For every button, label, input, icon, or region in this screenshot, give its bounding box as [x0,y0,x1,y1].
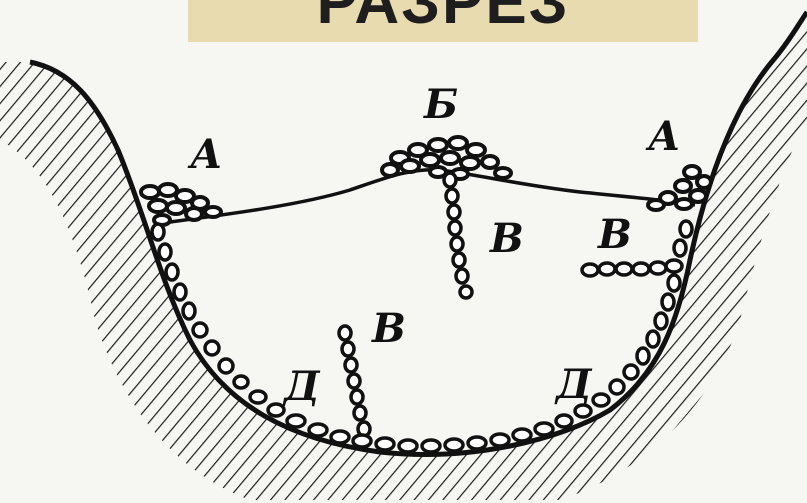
label-v-lower: В [371,305,406,352]
label-v-center: В [489,215,524,262]
label-b-top: Б [423,81,458,128]
label-d-right: Д [554,361,593,408]
moraine-internal-lower [339,326,370,436]
label-v-right: В [597,211,632,258]
moraine-lateral-right [648,166,711,210]
label-a-right: А [645,113,681,160]
label-a-left: А [187,131,223,178]
moraine-internal-center [444,173,472,298]
bedrock-hatching [0,12,807,500]
moraine-internal-right [582,260,682,276]
label-d-left: Д [282,363,321,410]
